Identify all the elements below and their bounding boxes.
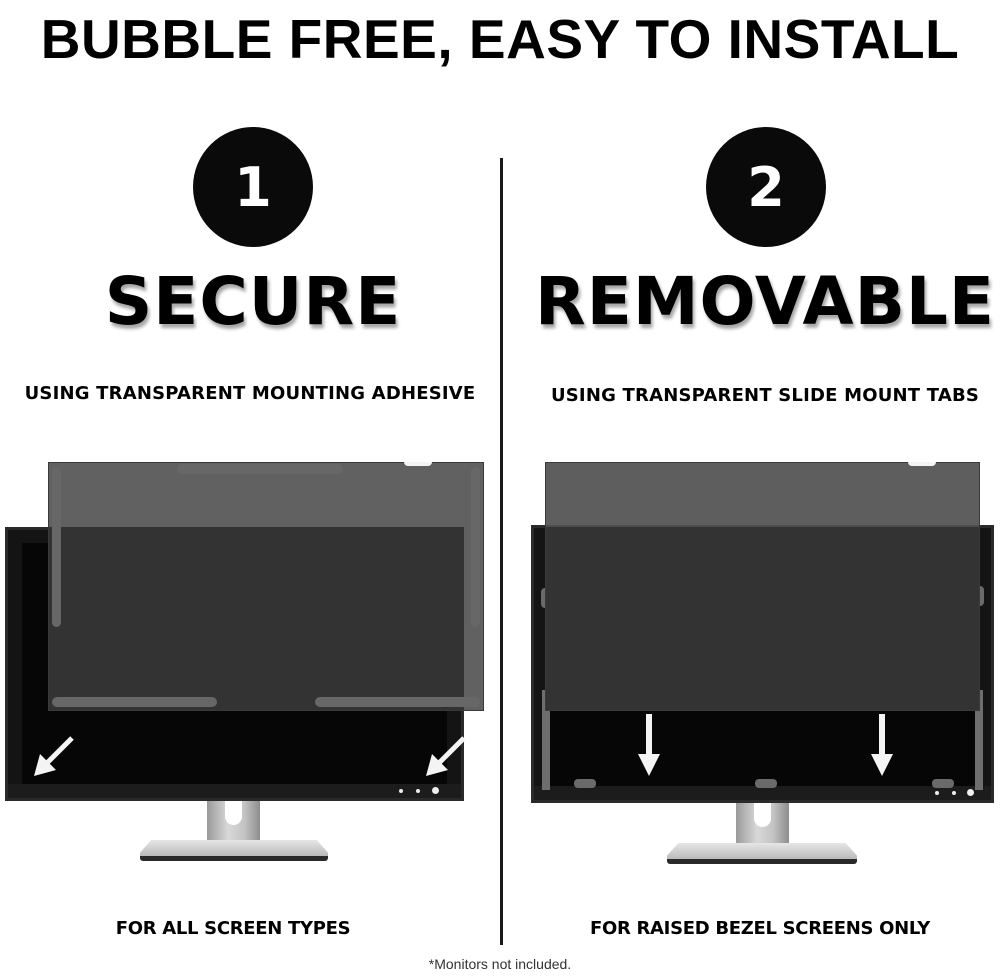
filter-pull-notch [908, 462, 936, 466]
compatibility-label: FOR RAISED BEZEL SCREENS ONLY [589, 918, 931, 939]
slide-mount-tab [574, 779, 596, 788]
privacy-filter-panel [545, 462, 980, 711]
step-number-badge: 2 [706, 127, 826, 247]
power-button-icon [967, 789, 974, 796]
adhesive-strip [177, 464, 343, 474]
arrow-down-left-icon [426, 736, 466, 776]
adhesive-strip [52, 467, 61, 627]
adhesive-strip [52, 697, 217, 707]
step-number-badge: 1 [193, 127, 313, 247]
slide-mount-tab [755, 779, 777, 788]
slide-mount-tab [976, 586, 984, 606]
monitor-stand-neck [207, 801, 260, 842]
monitor-button-icon [416, 789, 420, 793]
adhesive-strip [315, 697, 480, 707]
power-button-icon [432, 787, 439, 794]
monitor-button-icon [399, 789, 403, 793]
option-heading: SECURE [104, 263, 402, 340]
monitor-button-icon [952, 791, 956, 795]
arrow-down-left-icon [34, 736, 74, 776]
main-title: BUBBLE FREE, EASY TO INSTALL [40, 8, 960, 70]
monitor-stand-base [667, 843, 857, 861]
monitor-stand-neck [736, 803, 789, 845]
arrow-down-icon [871, 714, 893, 776]
option-subtitle: USING TRANSPARENT SLIDE MOUNT TABS [550, 385, 980, 406]
footnote: *Monitors not included. [428, 956, 572, 972]
filter-pull-notch [404, 462, 432, 466]
monitor-button-icon [935, 791, 939, 795]
step-number: 1 [234, 155, 272, 219]
step-number: 2 [747, 155, 785, 219]
slide-mount-tab [932, 779, 954, 788]
monitor-stand-base [140, 840, 328, 858]
privacy-filter-panel [48, 462, 484, 711]
compatibility-label: FOR ALL SCREEN TYPES [115, 918, 351, 939]
adhesive-strip [471, 467, 480, 627]
slide-rail [542, 690, 550, 790]
arrow-down-icon [638, 714, 660, 776]
option-heading: REMOVABLE [534, 263, 996, 340]
column-divider [500, 158, 503, 945]
slide-rail [975, 690, 983, 790]
option-subtitle: USING TRANSPARENT MOUNTING ADHESIVE [24, 383, 476, 404]
